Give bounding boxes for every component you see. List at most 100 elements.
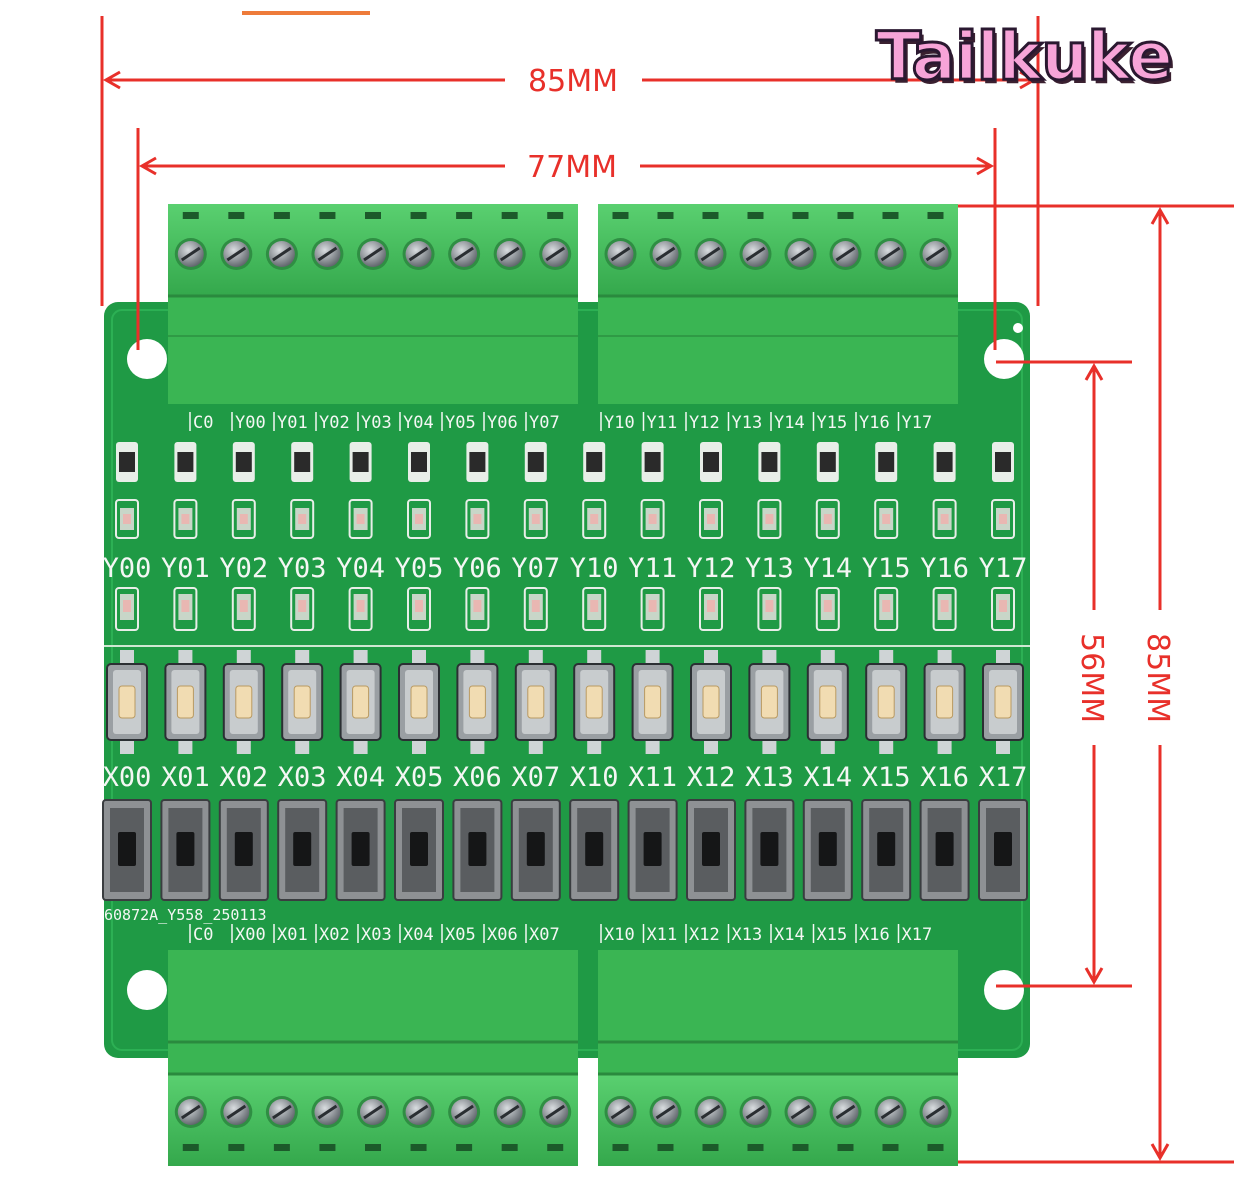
tactile-push-button[interactable]: [806, 650, 849, 754]
tactile-push-button[interactable]: [690, 650, 732, 754]
slide-switch[interactable]: [394, 799, 444, 901]
terminal-screw[interactable]: [174, 238, 207, 270]
tactile-push-button[interactable]: [748, 650, 791, 754]
smd-led: [874, 499, 899, 539]
terminal-screw[interactable]: [357, 238, 389, 270]
terminal-screw[interactable]: [784, 1096, 817, 1128]
terminal-screw[interactable]: [402, 238, 435, 270]
terminal-slot: [182, 212, 199, 219]
terminal-screw[interactable]: [874, 238, 907, 270]
terminal-screw[interactable]: [829, 238, 862, 270]
input-label: X01: [161, 762, 210, 793]
smd-led: [640, 499, 665, 539]
output-label: Y03: [278, 553, 327, 584]
tactile-push-button[interactable]: [398, 650, 440, 754]
terminal-screw[interactable]: [739, 238, 772, 270]
slide-switch[interactable]: [627, 799, 678, 901]
terminal-slot: [882, 212, 899, 219]
terminal-screw[interactable]: [448, 238, 481, 270]
terminal-screw[interactable]: [220, 238, 253, 270]
slide-switch[interactable]: [335, 799, 386, 901]
terminal-screw[interactable]: [649, 238, 682, 270]
slide-switch[interactable]: [919, 799, 970, 901]
terminal-screw[interactable]: [402, 1096, 435, 1128]
slide-switch[interactable]: [510, 799, 561, 901]
input-label: X04: [336, 762, 385, 793]
input-label: X17: [979, 762, 1028, 793]
slide-switch[interactable]: [452, 799, 503, 901]
smd-resistor: [232, 442, 255, 482]
slide-switch[interactable]: [861, 799, 912, 901]
slide-switch[interactable]: [102, 799, 152, 901]
output-label: Y13: [745, 553, 794, 584]
terminal-screw[interactable]: [448, 1096, 481, 1128]
terminal-screw[interactable]: [311, 238, 344, 270]
terminal-screw[interactable]: [919, 238, 952, 270]
dimension-label-hole-spacing-x: 77MM: [527, 150, 617, 185]
terminal-screw[interactable]: [784, 238, 817, 270]
terminal-screw[interactable]: [919, 1096, 952, 1128]
terminal-screw[interactable]: [539, 1096, 572, 1128]
slide-switch[interactable]: [218, 799, 269, 901]
tactile-push-button[interactable]: [982, 650, 1024, 754]
terminal-screw[interactable]: [829, 1096, 862, 1128]
slide-switch[interactable]: [802, 799, 853, 901]
bottom-terminal-blocks: [168, 950, 958, 1166]
slide-switch[interactable]: [978, 799, 1028, 901]
tactile-push-button[interactable]: [573, 650, 616, 754]
terminal-screw[interactable]: [174, 1096, 207, 1128]
smd-led: [815, 499, 840, 539]
terminal-slot: [547, 1144, 564, 1151]
tactile-push-button[interactable]: [514, 650, 557, 754]
terminal-screw[interactable]: [739, 1096, 772, 1128]
terminal-screw[interactable]: [493, 238, 526, 270]
slide-switch[interactable]: [686, 799, 736, 901]
terminal-screw[interactable]: [357, 1096, 389, 1128]
terminal-screw[interactable]: [694, 1096, 727, 1128]
terminal-block-bottom-right: [598, 950, 958, 1166]
terminal-screw[interactable]: [539, 238, 572, 270]
terminal-screw[interactable]: [493, 1096, 526, 1128]
tactile-push-button[interactable]: [339, 650, 382, 754]
tactile-push-button[interactable]: [106, 650, 148, 754]
terminal-label: Y13: [732, 413, 763, 433]
output-label: Y15: [862, 553, 911, 584]
tactile-push-button[interactable]: [222, 650, 265, 754]
tactile-push-button[interactable]: [631, 650, 674, 754]
terminal-screw[interactable]: [694, 238, 727, 270]
smd-led: [991, 587, 1015, 631]
terminal-slot: [273, 212, 290, 219]
terminal-slot: [501, 212, 518, 219]
terminal-screw[interactable]: [265, 1096, 298, 1128]
terminal-screw[interactable]: [874, 1096, 907, 1128]
tactile-push-button[interactable]: [923, 650, 966, 754]
terminal-screw[interactable]: [604, 238, 637, 270]
smd-resistor: [700, 442, 722, 482]
smd-led: [115, 587, 139, 631]
smd-resistor: [816, 442, 839, 482]
input-label: X16: [920, 762, 969, 793]
tactile-push-button[interactable]: [164, 650, 207, 754]
terminal-slot: [365, 1144, 381, 1151]
tactile-push-button[interactable]: [281, 650, 324, 754]
terminal-label: X03: [361, 925, 392, 945]
terminal-screw[interactable]: [220, 1096, 253, 1128]
terminal-screw[interactable]: [649, 1096, 682, 1128]
smd-led: [582, 587, 607, 631]
slide-switch[interactable]: [160, 799, 211, 901]
terminal-block-top-left: [168, 204, 578, 404]
smd-led: [699, 499, 723, 539]
terminal-slot: [612, 1144, 629, 1151]
slide-switch[interactable]: [744, 799, 795, 901]
terminal-screw[interactable]: [604, 1096, 637, 1128]
tactile-push-button[interactable]: [456, 650, 499, 754]
slide-switch[interactable]: [277, 799, 328, 901]
slide-switch[interactable]: [569, 799, 620, 901]
tactile-push-button[interactable]: [865, 650, 908, 754]
terminal-screw[interactable]: [311, 1096, 344, 1128]
terminal-slot: [547, 212, 564, 219]
output-label: Y12: [687, 553, 736, 584]
terminal-screw[interactable]: [265, 238, 298, 270]
